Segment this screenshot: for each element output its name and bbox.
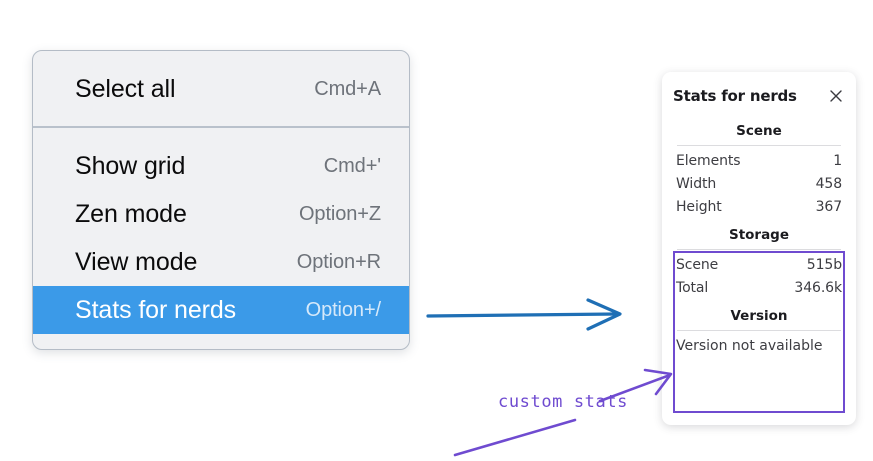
section-divider xyxy=(677,249,841,250)
stats-for-nerds-panel: Stats for nerds Scene Elements 1 Width 4… xyxy=(662,72,856,425)
version-text: Version not available xyxy=(676,338,823,354)
menu-group-1: Select all Cmd+A xyxy=(33,51,409,128)
menu-item-label: Show grid xyxy=(75,151,186,180)
stat-row-height: Height 367 xyxy=(673,195,845,218)
menu-item-shortcut: Option+Z xyxy=(298,202,381,225)
menu-item-shortcut: Option+/ xyxy=(305,298,381,321)
stat-row-storage-scene: Scene 515b xyxy=(673,253,845,276)
menu-item-view-mode[interactable]: View mode Option+R xyxy=(33,238,409,286)
section-divider xyxy=(677,145,841,146)
menu-item-shortcut: Option+R xyxy=(296,250,381,273)
close-icon[interactable] xyxy=(827,87,845,105)
stats-panel-title: Stats for nerds xyxy=(673,87,797,105)
section-heading-scene: Scene xyxy=(736,123,782,139)
stat-key: Scene xyxy=(676,256,719,273)
menu-item-select-all[interactable]: Select all Cmd+A xyxy=(33,65,409,113)
stat-value: 346.6k xyxy=(794,279,842,296)
stat-row-width: Width 458 xyxy=(673,172,845,195)
section-divider xyxy=(677,330,841,331)
menu-item-label: Select all xyxy=(75,74,176,103)
stat-key: Total xyxy=(676,279,709,296)
menu-item-label: Stats for nerds xyxy=(75,295,237,324)
menu-item-zen-mode[interactable]: Zen mode Option+Z xyxy=(33,190,409,238)
context-menu: Select all Cmd+A Show grid Cmd+' Zen mod… xyxy=(32,50,410,350)
stat-key: Elements xyxy=(676,152,741,169)
stat-value: 458 xyxy=(815,175,843,192)
stat-row-elements: Elements 1 xyxy=(673,149,845,172)
menu-item-label: Zen mode xyxy=(75,199,187,228)
purple-underline-stroke xyxy=(453,418,577,457)
section-heading-version: Version xyxy=(730,308,788,324)
stat-value: 367 xyxy=(815,198,843,215)
blue-arrow-menu-to-panel xyxy=(426,298,622,331)
annotation-note-custom-stats: custom stats xyxy=(498,392,629,412)
menu-item-label: View mode xyxy=(75,247,198,276)
menu-group-2: Show grid Cmd+' Zen mode Option+Z View m… xyxy=(33,128,409,348)
stat-value: 515b xyxy=(806,256,842,273)
stat-key: Width xyxy=(676,175,717,192)
menu-item-show-grid[interactable]: Show grid Cmd+' xyxy=(33,142,409,190)
menu-item-shortcut: Cmd+A xyxy=(314,77,381,100)
menu-item-shortcut: Cmd+' xyxy=(323,154,381,177)
section-heading-storage: Storage xyxy=(728,227,790,243)
stat-row-storage-total: Total 346.6k xyxy=(673,276,845,299)
stat-value: 1 xyxy=(833,152,842,169)
stat-key: Height xyxy=(676,198,722,215)
stats-panel-header: Stats for nerds xyxy=(673,72,845,114)
menu-item-stats-for-nerds[interactable]: Stats for nerds Option+/ xyxy=(33,286,409,334)
